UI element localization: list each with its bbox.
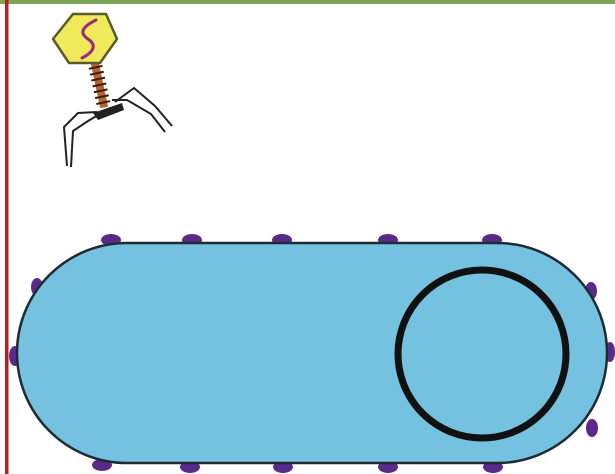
left-border [5,0,9,474]
phage-dna [80,18,98,60]
bacteriophage-icon [51,12,173,168]
top-border [0,0,615,4]
bacterial-cell-body [15,241,609,465]
receptor [586,419,598,437]
phage-legs [62,86,173,168]
bacterial-cell-icon [9,234,615,473]
phage-tail-sheath [87,57,111,109]
plasmid-ring [394,266,570,442]
phage-baseplate [93,103,124,120]
